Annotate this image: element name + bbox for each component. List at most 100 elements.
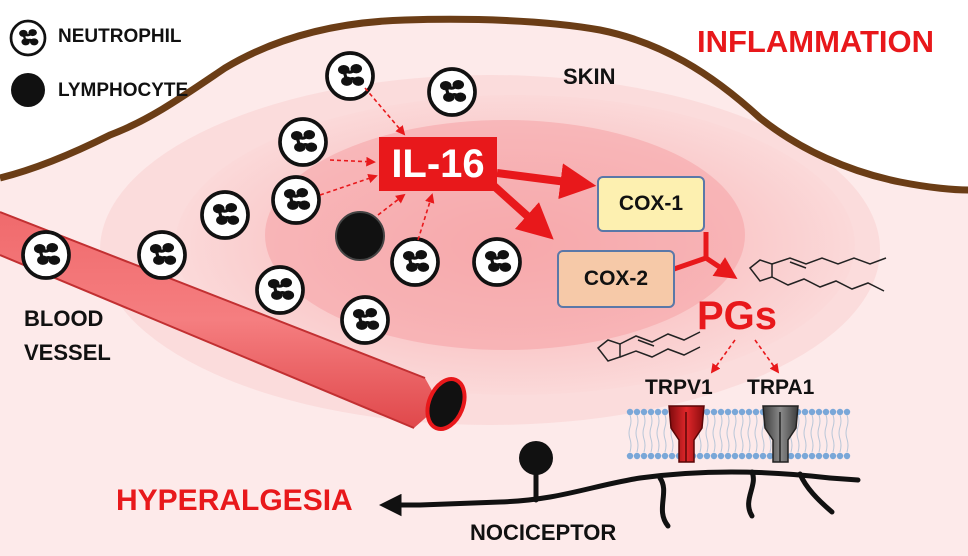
lipid-head (717, 452, 725, 460)
lipid-head (808, 408, 816, 416)
lipid-head (752, 408, 760, 416)
lipid-tail (719, 414, 723, 453)
inflammation-label: INFLAMMATION (697, 24, 935, 59)
nociceptor-cell-body (519, 441, 553, 475)
lipid-tail (642, 414, 646, 453)
lipid-tail (803, 414, 807, 453)
cox-to-pgs-arrow (704, 255, 738, 279)
lipid-head (836, 452, 844, 460)
lipid-head (745, 408, 753, 416)
trpa1-label: TRPA1 (747, 376, 815, 399)
dashed-arrow (329, 156, 376, 167)
cell-membrane (626, 408, 851, 460)
lymphocyte-cell (335, 211, 385, 261)
dashed-arrow (377, 193, 406, 216)
lipid-tail (810, 414, 814, 453)
lipid-head (717, 408, 725, 416)
lipid-head (829, 408, 837, 416)
lipid-head (745, 452, 753, 460)
lipid-tail (726, 414, 730, 453)
lipid-head (836, 408, 844, 416)
lipid-head (731, 452, 739, 460)
hyperalgesia-label: HYPERALGESIA (116, 484, 353, 517)
lipid-head (626, 408, 634, 416)
il16-to-cox2-arrow (491, 183, 554, 240)
neutrophil-cell (21, 230, 71, 280)
lymphocyte-legend-label: LYMPHOCYTE (58, 80, 189, 101)
prostaglandin-structure-1 (748, 257, 887, 292)
blood-vessel-opening (425, 377, 467, 431)
il16-box: IL-16 (379, 137, 497, 191)
lipid-tail (747, 414, 751, 453)
blood-vessel (0, 212, 440, 428)
neutrophil-cell (255, 265, 305, 315)
vessel-label: VESSEL (24, 340, 111, 365)
lipid-head (703, 408, 711, 416)
lipid-head (640, 452, 648, 460)
lipid-head (703, 452, 711, 460)
lipid-tail (817, 414, 821, 453)
lipid-tail (628, 414, 632, 453)
blood-label: BLOOD (24, 306, 104, 331)
lipid-head (626, 452, 634, 460)
nerve-ending (746, 469, 756, 519)
immune-cells (21, 51, 522, 345)
lipid-head (815, 452, 823, 460)
lipid-tail (831, 414, 835, 453)
cell-to-il16-arrows (319, 87, 435, 241)
lipid-head (829, 452, 837, 460)
neutrophil-cell (137, 230, 187, 280)
neutrophil-cell (325, 51, 375, 101)
lipid-head (752, 452, 760, 460)
neutrophil-cell (271, 175, 321, 225)
cox2-box: COX-2 (557, 250, 675, 308)
nerve-ending (797, 471, 835, 515)
neutrophil-cell (427, 67, 477, 117)
lipid-head (822, 452, 830, 460)
lipid-head (801, 408, 809, 416)
lipid-head (710, 452, 718, 460)
lipid-head (724, 452, 732, 460)
trpv1-channel (668, 405, 705, 463)
lipid-head (661, 452, 669, 460)
neutrophil-legend-label: NEUTROPHIL (58, 26, 182, 47)
lipid-head (794, 452, 802, 460)
lipid-tail (733, 414, 737, 453)
lipid-tail (656, 414, 660, 453)
neutrophil-legend-symbol (9, 19, 47, 57)
neutrophil-cell (472, 237, 522, 287)
il16-to-cox1-arrow (496, 163, 597, 200)
nerve-ending (657, 475, 671, 529)
lipid-tail (705, 414, 709, 453)
lipid-head (661, 408, 669, 416)
lipid-head (654, 452, 662, 460)
dashed-arrow (364, 87, 406, 136)
lipid-tail (796, 414, 800, 453)
lipid-tail (824, 414, 828, 453)
cox2-connector (673, 255, 707, 272)
lipid-tail (845, 414, 849, 453)
lipid-head (633, 452, 641, 460)
blood-vessel-edge (0, 211, 426, 379)
lipid-head (822, 408, 830, 416)
skin-surface-line (0, 15, 968, 194)
skin-label: SKIN (563, 64, 616, 89)
lipid-head (696, 452, 704, 460)
lipid-head (710, 408, 718, 416)
neutrophil-cell (340, 295, 390, 345)
neutrophil-cell (390, 237, 440, 287)
lipid-tail (649, 414, 653, 453)
lipid-tail (754, 414, 758, 453)
lipid-head (647, 452, 655, 460)
lipid-head (766, 452, 774, 460)
trpv1-label: TRPV1 (645, 376, 713, 399)
lipid-tail (838, 414, 842, 453)
lipid-head (647, 408, 655, 416)
lipid-head (843, 408, 851, 416)
lipid-tail (663, 414, 667, 453)
nociceptor-label: NOCICEPTOR (470, 520, 617, 545)
dashed-arrow (417, 193, 435, 241)
neutrophil-cell (278, 117, 328, 167)
prostaglandin-structure-2 (596, 331, 701, 362)
pgs-label: PGs (697, 294, 778, 338)
